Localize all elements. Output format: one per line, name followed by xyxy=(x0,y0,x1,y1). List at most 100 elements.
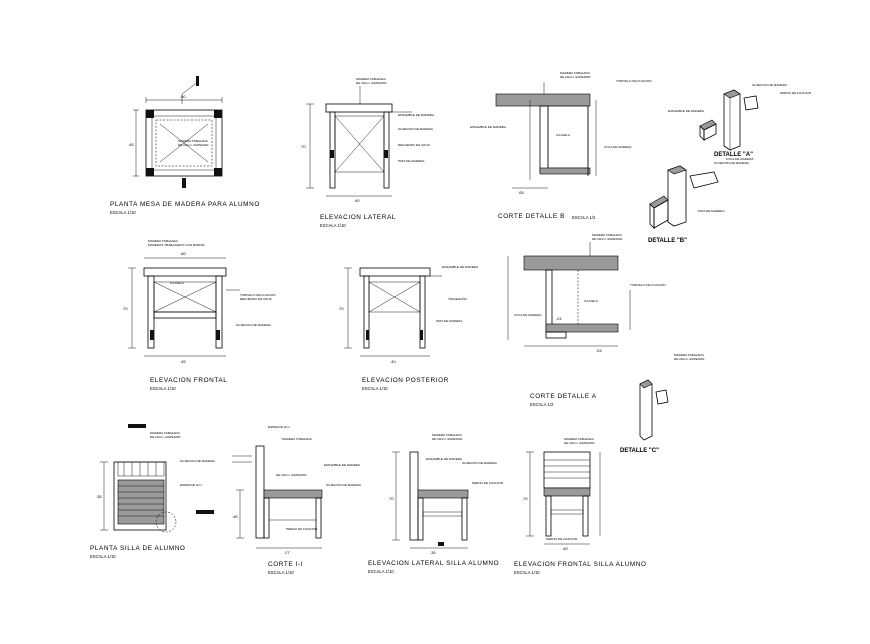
note-corte-b-ensamble: ENSAMBLE DE MADERA xyxy=(470,125,507,129)
note-lateral-pata: PATA DE MADERA xyxy=(398,159,425,163)
scale-planta-silla: ESCALA 1/10 xyxy=(90,554,116,559)
note-det-a-cola: COLA DE MADERA xyxy=(726,157,754,161)
planta-mesa-drawing xyxy=(133,76,223,188)
elevacion-frontal-silla-drawing xyxy=(526,451,601,545)
note-det-a-perno: PERNO DE FIJACION xyxy=(780,91,811,95)
note-silla-sujecion: SUJECION DE MADERA xyxy=(180,459,216,463)
note-corte-a-cajuela: CAJUELA xyxy=(584,299,599,303)
note-frontal-madera: MADERA TABLEADA xyxy=(148,239,179,243)
note-lat-silla-sujecion: SUJECION DE MADERA xyxy=(462,461,498,465)
scale-elevacion-lateral-silla: ESCALA 1/10 xyxy=(368,569,394,574)
note-corte-a-madera: MADERA TABLEADA xyxy=(592,233,623,237)
title-elevacion-frontal: ELEVACION FRONTAL xyxy=(150,377,227,384)
note-frontal-tornillo: TORNILLO DE FIJACION xyxy=(240,293,276,297)
dim-lat-silla-width: .35 xyxy=(430,550,436,555)
corte-detalle-b-drawing xyxy=(495,82,597,189)
note-fr-silla-perno: PERNO DE FIJACION xyxy=(546,537,577,541)
note-det-c-madera: MADERA TABLEADA xyxy=(674,353,705,357)
corte-1-1-drawing xyxy=(232,445,323,549)
title-elevacion-lateral: ELEVACION LATERAL xyxy=(320,214,396,221)
detalle-a-drawing xyxy=(699,89,759,151)
note-corte11-tablero: DE 20mm. ESPESOR xyxy=(276,473,307,477)
note-posterior-ensamble: ENSAMBLE DE MADERA xyxy=(442,265,479,269)
scale-corte-detalle-a: ESCALA 1/2 xyxy=(530,402,554,407)
dim-posterior-height: .70 xyxy=(338,306,344,311)
note-det-b-pata: PATA DE MADERA xyxy=(698,209,725,213)
title-corte-detalle-b: CORTE DETALLE B xyxy=(498,213,565,220)
note-lateral-sujecion: SUJECION DE MADERA xyxy=(398,127,434,131)
title-planta-silla: PLANTA SILLA DE ALUMNO xyxy=(90,545,185,552)
note-lateral-madera: MADERA TABLEADA xyxy=(356,77,387,81)
corte-detalle-a-drawing xyxy=(507,242,631,347)
note-lat-silla-madera: MADERA TABLEADA xyxy=(432,433,463,437)
note-planta-tablero-2: DE 20mm. ESPESOR xyxy=(178,143,209,147)
note-silla-madera: MADERA TABLEADA xyxy=(150,431,181,435)
elevacion-frontal-mesa-drawing xyxy=(128,257,240,357)
note-corte11-madera: MADERA TABLEADA xyxy=(282,437,313,441)
label-detalle-b: DETALLE "B" xyxy=(648,238,687,244)
note-fr-silla-madera: MADERA TABLEADA xyxy=(564,437,595,441)
note-corte-b-tornillo: TORNILLO DE FIJACION xyxy=(616,79,652,83)
dim-corte-b-width: .05 xyxy=(518,190,524,195)
dim-lateral-height: .70 xyxy=(300,144,306,149)
elevacion-posterior-mesa-drawing xyxy=(344,267,442,357)
scale-planta-mesa: ESCALA 1/10 xyxy=(110,210,136,215)
note-det-a-ensamble: ENSAMBLE DE MADERA xyxy=(668,109,705,113)
title-planta-mesa: PLANTA MESA DE MADERA PARA ALUMNO xyxy=(110,201,260,208)
note-silla-tablero: DE 20mm. ESPESOR xyxy=(150,435,181,439)
dim-lat-silla-height: .70 xyxy=(388,496,394,501)
note-corte11-espesor: ESPESOR 2cm. xyxy=(268,425,291,429)
dim-fr-silla-height: .70 xyxy=(522,496,528,501)
note-det-b-sujecion: SUJECION DE MADERA xyxy=(714,161,750,165)
title-elevacion-frontal-silla: ELEVACION FRONTAL SILLA ALUMNO xyxy=(514,561,647,568)
elevacion-lateral-silla-drawing xyxy=(392,451,469,549)
dim-posterior-width: .40 xyxy=(390,359,396,364)
label-detalle-c: DETALLE "C" xyxy=(620,448,659,454)
note-lat-silla-ensamble: ENSAMBLE DE MADERA xyxy=(426,457,463,461)
note-posterior-travesano: TRAVESAÑO xyxy=(448,296,467,301)
dim-fr-silla-width: .40 xyxy=(562,546,568,551)
title-corte-detalle-a: CORTE DETALLE A xyxy=(530,393,597,400)
note-det-a-sujecion: SUJECION DE MADERA xyxy=(752,83,788,87)
dim-corte11-width: .27 xyxy=(284,550,290,555)
note-frontal-refuerzo: REFUERZO EN CRUZ xyxy=(240,297,272,301)
note-lateral-tablero: DE 20mm. ESPESOR xyxy=(356,81,387,85)
note-lateral-refuerzo: REFUERZO EN CRUZ xyxy=(398,143,430,147)
planta-silla-drawing xyxy=(100,424,214,533)
note-corte-b-madera: MADERA TABLEADA xyxy=(560,71,591,75)
note-det-c-tablero: DE 20mm. ESPESOR xyxy=(674,357,705,361)
note-frontal-sujecion: SUJECION DE MADERA xyxy=(236,323,272,327)
note-silla-espesor: ESPESOR 2cm. xyxy=(180,483,203,487)
note-corte11-ensamble: ENSAMBLE DE MADERA xyxy=(324,463,361,467)
note-corte-b-cajuela: CAJUELA xyxy=(556,133,571,137)
note-lat-silla-tablero: DE 20mm. ESPESOR xyxy=(432,437,463,441)
dim-planta-depth: .45 xyxy=(128,142,134,147)
note-planta-tablero: MADERA TABLEADA xyxy=(178,139,209,143)
title-corte-1-1: CORTE I-I xyxy=(268,561,303,568)
detalle-b-drawing xyxy=(649,165,719,229)
note-corte11-sujecion: SUJECION DE MADERA xyxy=(326,483,362,487)
scale-corte-detalle-b: ESCALA 1/2 xyxy=(572,215,596,220)
dim-lateral-width: .40 xyxy=(354,198,360,203)
scale-elevacion-frontal: ESCALA 1/10 xyxy=(150,386,176,391)
scale-elevacion-posterior: ESCALA 1/10 xyxy=(362,386,388,391)
dim-frontal-bottom: .45 xyxy=(180,359,186,364)
note-posterior-pata: PATA DE MADERA xyxy=(436,319,463,323)
note-corte-b-cola: COLA DE MADERA xyxy=(604,145,632,149)
title-elevacion-lateral-silla: ELEVACION LATERAL SILLA ALUMNO xyxy=(368,560,499,567)
dim-corte-a-bottom: .03 xyxy=(596,348,602,353)
detalle-c-drawing xyxy=(639,379,669,441)
note-corte-a-tablero: DE 20mm. ESPESOR xyxy=(592,237,623,241)
scale-elevacion-frontal-silla: ESCALA 1/10 xyxy=(514,570,540,575)
title-elevacion-posterior: ELEVACION POSTERIOR xyxy=(362,377,449,384)
dim-frontal-width: .60 xyxy=(180,251,186,256)
elevacion-lateral-mesa-drawing xyxy=(306,86,412,197)
dim-planta-width: .60 xyxy=(180,94,186,99)
note-corte-a-tornillo: TORNILLO DE FIJACION xyxy=(630,283,666,287)
dim-silla-depth: .35 xyxy=(96,494,102,499)
note-fr-silla-tablero: DE 20mm. ESPESOR xyxy=(564,441,595,445)
scale-elevacion-lateral: ESCALA 1/10 xyxy=(320,223,346,228)
note-lat-silla-perno: PERNO DE FIJACION xyxy=(472,481,503,485)
scale-corte-1-1: ESCALA 1/10 xyxy=(268,570,294,575)
